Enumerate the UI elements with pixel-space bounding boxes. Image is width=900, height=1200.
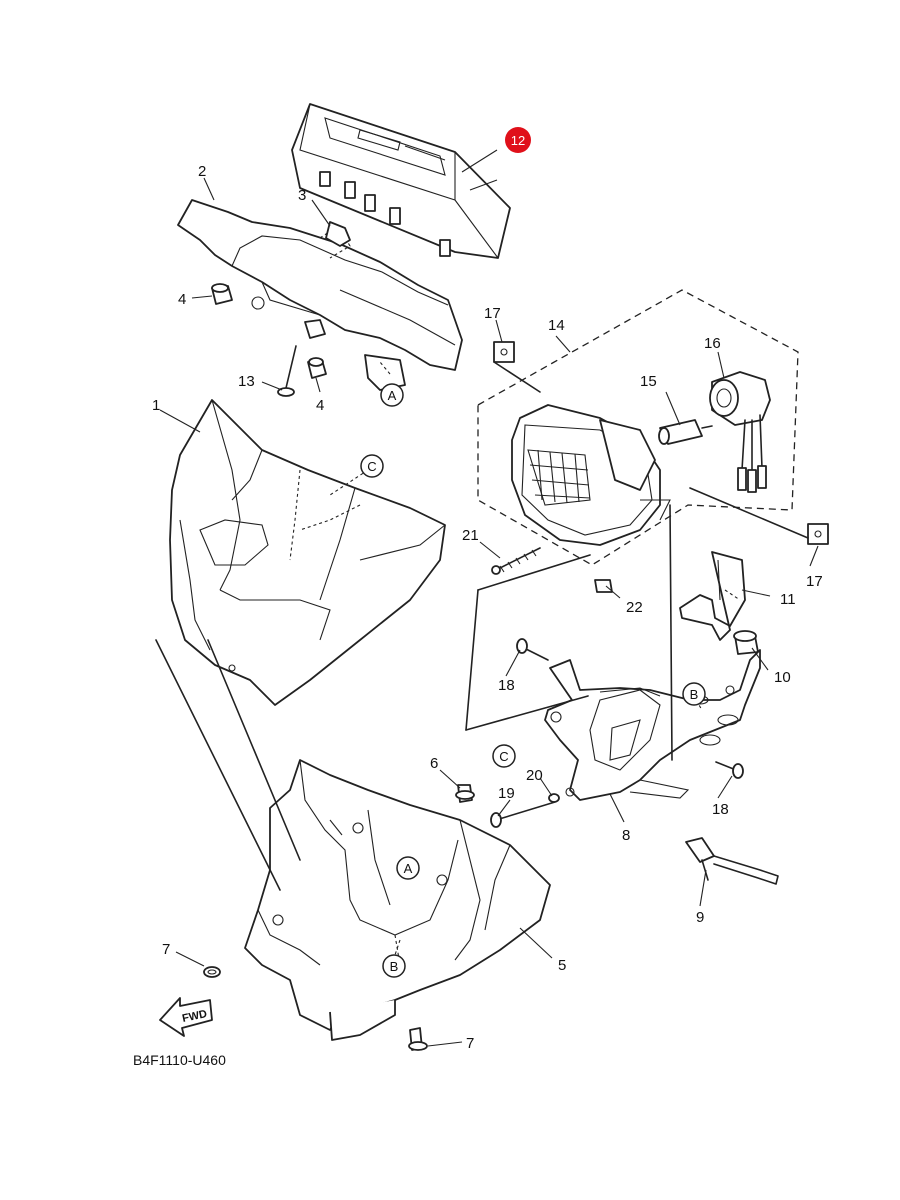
- bolt-18-lower: [715, 761, 744, 779]
- grommet-upper: [211, 283, 233, 305]
- svg-text:B: B: [390, 959, 399, 974]
- bolt-19: [490, 801, 556, 828]
- headlight-bracket: [679, 551, 746, 641]
- cable-tie: [685, 837, 779, 885]
- nut-22: [594, 579, 613, 593]
- bolt-18-upper: [516, 638, 549, 661]
- front-cover: [169, 399, 446, 706]
- ref-a-lower: A: [396, 856, 420, 880]
- part-label-1: 1: [152, 397, 160, 414]
- reference-markers: A A B B C C: [360, 383, 706, 978]
- meter-panel: [177, 199, 463, 391]
- ref-c-lower: C: [492, 744, 516, 768]
- bolt-6: [455, 784, 475, 803]
- part-label-18-lower: 18: [712, 801, 729, 818]
- lower-cowl: [244, 759, 551, 1041]
- part-label-15: 15: [640, 373, 657, 390]
- part-label-20: 20: [526, 767, 543, 784]
- part-label-13: 13: [238, 373, 255, 390]
- headlight-bulb: [658, 419, 713, 445]
- ref-c-upper: C: [360, 454, 384, 478]
- meter-bulb: [325, 221, 351, 247]
- screw-13: [277, 345, 297, 397]
- part-label-7-bottom: 7: [466, 1035, 474, 1052]
- part-label-12: 12: [511, 133, 525, 148]
- part-label-5: 5: [558, 957, 566, 974]
- ref-b-right: B: [682, 682, 706, 706]
- reference-lines: [155, 361, 703, 956]
- headlight-stay: [544, 649, 761, 801]
- part-label-4-upper: 4: [178, 291, 186, 308]
- adjust-screw: [491, 547, 541, 575]
- part-label-17-lower: 17: [806, 573, 823, 590]
- svg-text:C: C: [367, 459, 376, 474]
- diagram-code: B4F1110-U460: [133, 1052, 226, 1068]
- part-label-9: 9: [696, 909, 704, 926]
- part-label-8: 8: [622, 827, 630, 844]
- clip-17-lower: [689, 487, 829, 545]
- part-label-11: 11: [780, 591, 796, 608]
- part-label-4-lower: 4: [316, 397, 324, 414]
- part-label-3: 3: [298, 187, 306, 204]
- part-label-18-upper: 18: [498, 677, 515, 694]
- part-label-19: 19: [498, 785, 515, 802]
- meter-assembly: [291, 103, 511, 259]
- svg-text:A: A: [388, 388, 397, 403]
- svg-text:C: C: [499, 749, 508, 764]
- grommet-lower: [307, 357, 327, 379]
- highlight-marker-12[interactable]: 12: [461, 127, 531, 173]
- part-label-22: 22: [626, 599, 643, 616]
- part-label-16: 16: [704, 335, 721, 352]
- part-labels: 1 2 3 4 4 5 6 7 7 8 9 10 11 13 14 15 16 …: [152, 163, 823, 1052]
- bulb-socket: [709, 371, 771, 493]
- clip-17-upper: [493, 341, 541, 393]
- part-label-21: 21: [462, 527, 479, 544]
- part-label-6: 6: [430, 755, 438, 772]
- rivet-7-bottom: [408, 1027, 428, 1051]
- part-label-7-left: 7: [162, 941, 170, 958]
- leader-lines: [159, 177, 819, 1047]
- ref-a-upper: A: [380, 383, 404, 407]
- part-label-14: 14: [548, 317, 565, 334]
- forward-arrow-icon: FWD: [159, 997, 213, 1037]
- forward-label: FWD: [181, 1008, 208, 1025]
- part-label-17-upper: 17: [484, 305, 501, 322]
- part-label-2: 2: [198, 163, 206, 180]
- svg-text:A: A: [404, 861, 413, 876]
- headlight-assembly: [477, 289, 799, 566]
- part-label-10: 10: [774, 669, 791, 686]
- svg-text:B: B: [690, 687, 699, 702]
- ref-b-lower: B: [382, 954, 406, 978]
- rivet-7-left: [203, 966, 221, 978]
